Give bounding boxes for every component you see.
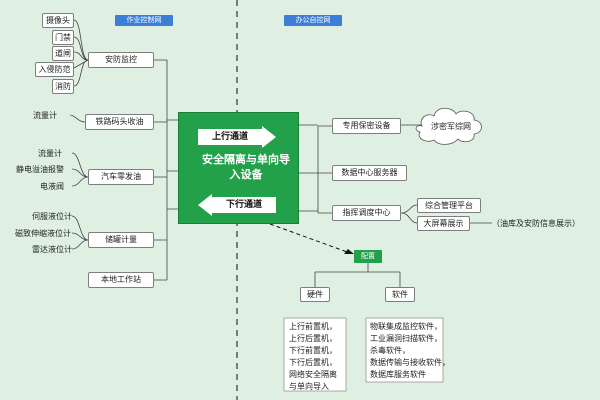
branch-local-workstation: 本地工作站 [88, 272, 154, 288]
cloud-icon [415, 107, 482, 145]
cloud-label: 涉密军综网 [431, 122, 471, 131]
leaf-servo-level-gauge: 伺服液位计 [32, 212, 72, 221]
center-device-title: 安全隔离与单向导入设备 [202, 153, 290, 181]
hardware-item: 下行后置机， [289, 358, 337, 367]
branch-tank-metering: 储罐计量 [88, 232, 154, 248]
hardware-item: 下行前置机， [289, 346, 337, 355]
leaf-static-overflow-alarm: 静电溢油报警 [16, 165, 64, 174]
leaf-integrated-management-platform: 综合管理平台 [417, 198, 481, 213]
leaf-camera: 摄像头 [42, 13, 74, 28]
leaf-electro-hydraulic-valve: 电液阀 [40, 182, 64, 191]
leaf-radar-level-gauge: 雷达液位计 [32, 245, 72, 254]
hardware-item: 网络安全隔离 [289, 370, 337, 379]
branch-security-monitoring: 安防监控 [88, 52, 154, 68]
software-item: 物联集成监控软件， [370, 322, 442, 331]
down-channel-label: 下行通道 [225, 200, 262, 210]
software-list: 物联集成监控软件， 工业漏洞扫描软件， 杀毒软件， 数据传输与接收软件， 数据库… [370, 321, 450, 381]
display-note: （油库及安防信息展示） [492, 219, 580, 228]
branch-data-center-server: 数据中心服务器 [332, 165, 407, 181]
software-item: 数据库服务软件 [370, 370, 426, 379]
leaf-fire-protection: 消防 [52, 79, 74, 94]
leaf-flowmeter-car: 流量计 [38, 149, 62, 158]
leaf-barrier-gate: 道闸 [52, 46, 74, 61]
software-item: 工业漏洞扫描软件， [370, 334, 442, 343]
software-item: 数据传输与接收软件， [370, 358, 450, 367]
leaf-magnetostrictive-level-gauge: 磁致伸缩液位计 [15, 229, 71, 238]
header-control-network: 作业控制网 [115, 15, 173, 26]
up-channel-arrow [198, 126, 276, 148]
branch-command-dispatch-center: 指挥调度中心 [332, 205, 401, 221]
config-hardware: 硬件 [300, 287, 330, 302]
hardware-item: 上行前置机， [289, 322, 337, 331]
down-channel-arrow [198, 194, 276, 216]
config-node: 配置 [354, 250, 382, 263]
leaf-access-control: 门禁 [52, 30, 74, 45]
branch-dedicated-security-equipment: 专用保密设备 [332, 118, 401, 134]
leaf-intrusion-prevention: 入侵防范 [35, 62, 74, 77]
leaf-flowmeter-rail: 流量计 [33, 111, 57, 120]
software-item: 杀毒软件， [370, 346, 410, 355]
leaf-large-screen-display: 大屏幕展示 [417, 216, 470, 231]
header-office-network: 办公自控网 [284, 15, 342, 26]
branch-railway-oil-receiving: 铁路码头收油 [85, 114, 154, 130]
branch-car-oil-dispatch: 汽车零发油 [88, 169, 154, 185]
up-channel-label: 上行通道 [211, 132, 248, 142]
hardware-list: 上行前置机， 上行后置机， 下行前置机， 下行后置机， 网络安全隔离 与单向导入 [289, 321, 337, 393]
config-software: 软件 [385, 287, 415, 302]
hardware-item: 与单向导入 [289, 382, 329, 391]
hardware-item: 上行后置机， [289, 334, 337, 343]
